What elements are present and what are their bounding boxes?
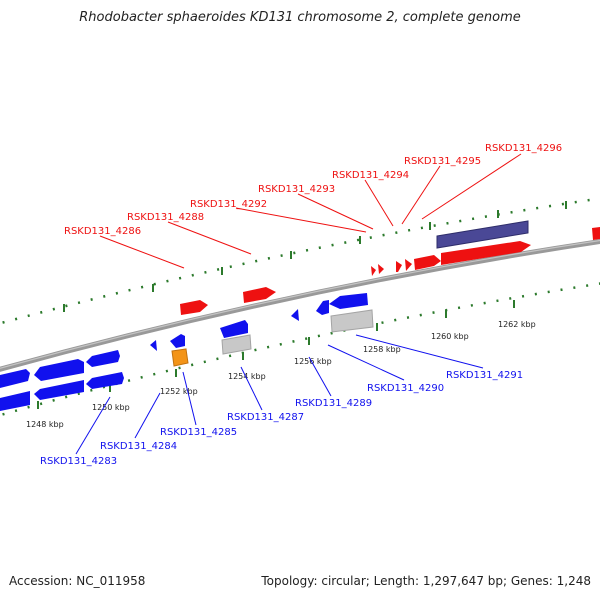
region-bar[interactable] <box>436 220 529 249</box>
gene-feature[interactable] <box>378 264 384 274</box>
lower-tick-track <box>0 282 600 417</box>
leader-line <box>364 179 394 227</box>
leader-line <box>235 207 367 233</box>
gene-label-top[interactable]: RSKD131_4286 <box>64 226 141 237</box>
gene-feature[interactable] <box>0 391 30 411</box>
gene-feature[interactable] <box>316 300 329 315</box>
gene-feature[interactable] <box>414 255 441 270</box>
gene-feature[interactable] <box>371 266 376 276</box>
gene-label-bottom[interactable]: RSKD131_4290 <box>367 383 444 394</box>
gene-label-top[interactable]: RSKD131_4294 <box>332 170 409 181</box>
scale-tick-label: 1248 kbp <box>26 420 64 429</box>
leader-line <box>167 221 252 255</box>
leader-line <box>355 334 484 369</box>
accession-text: Accession: NC_011958 <box>9 574 146 588</box>
leader-line <box>240 366 263 411</box>
gene-feature[interactable] <box>34 359 84 381</box>
gene-feature[interactable] <box>243 287 276 303</box>
gene-label-bottom[interactable]: RSKD131_4284 <box>100 441 177 452</box>
gene-label-top[interactable]: RSKD131_4296 <box>485 143 562 154</box>
gene-feature[interactable] <box>170 334 185 348</box>
gene-label-top[interactable]: RSKD131_4288 <box>127 212 204 223</box>
gene-feature[interactable] <box>329 293 368 309</box>
gene-feature[interactable] <box>441 241 531 265</box>
gene-label-bottom[interactable]: RSKD131_4289 <box>295 398 372 409</box>
leader-line <box>308 356 332 397</box>
upper-tick-track <box>0 197 600 325</box>
scale-tick-label: 1250 kbp <box>92 403 130 412</box>
scale-tick-label: 1260 kbp <box>431 332 469 341</box>
forward-genes <box>180 227 600 315</box>
scale-tick-label: 1252 kbp <box>160 387 198 396</box>
gene-feature[interactable] <box>592 227 600 240</box>
gene-feature[interactable] <box>180 300 208 315</box>
leader-line <box>421 153 522 220</box>
gene-feature[interactable] <box>0 369 30 388</box>
leader-line <box>134 392 161 439</box>
gene-label-top[interactable]: RSKD131_4295 <box>404 156 481 167</box>
chromosome-backbone <box>0 238 600 372</box>
gene-feature[interactable] <box>220 320 248 338</box>
scale-tick-label: 1254 kbp <box>228 372 266 381</box>
gene-feature[interactable] <box>396 261 402 272</box>
genome-summary-text: Topology: circular; Length: 1,297,647 bp… <box>261 574 591 588</box>
gene-label-top[interactable]: RSKD131_4292 <box>190 199 267 210</box>
bottom-leader-lines <box>75 334 484 455</box>
gene-feature[interactable] <box>34 380 84 400</box>
gene-label-bottom[interactable]: RSKD131_4287 <box>227 412 304 423</box>
leader-line <box>75 396 111 455</box>
gene-feature[interactable] <box>86 350 120 367</box>
gene-feature[interactable] <box>150 340 157 351</box>
leader-line <box>327 344 405 381</box>
chromosome-backbone-highlight <box>0 239 600 369</box>
gene-label-top[interactable]: RSKD131_4293 <box>258 184 335 195</box>
gene-label-bottom[interactable]: RSKD131_4283 <box>40 456 117 467</box>
pseudo-gene-feature[interactable] <box>221 334 252 355</box>
map-title: Rhodobacter sphaeroides KD131 chromosome… <box>79 10 521 25</box>
scale-tick-label: 1258 kbp <box>363 345 401 354</box>
gene-feature[interactable] <box>86 372 124 389</box>
leader-line <box>401 165 441 225</box>
leader-line <box>297 193 374 230</box>
leader-line <box>182 371 197 426</box>
major-ticks <box>37 201 567 409</box>
gene-feature[interactable] <box>291 309 299 321</box>
rna-gene-feature[interactable] <box>171 348 189 367</box>
top-leader-lines <box>99 153 522 269</box>
scale-tick-label: 1256 kbp <box>294 357 332 366</box>
pseudo-gene-feature[interactable] <box>330 309 374 333</box>
gene-label-bottom[interactable]: RSKD131_4285 <box>160 427 237 438</box>
leader-line <box>99 235 185 269</box>
gene-feature[interactable] <box>405 259 412 271</box>
gene-label-bottom[interactable]: RSKD131_4291 <box>446 370 523 381</box>
reverse-genes <box>0 293 368 411</box>
scale-tick-label: 1262 kbp <box>498 320 536 329</box>
